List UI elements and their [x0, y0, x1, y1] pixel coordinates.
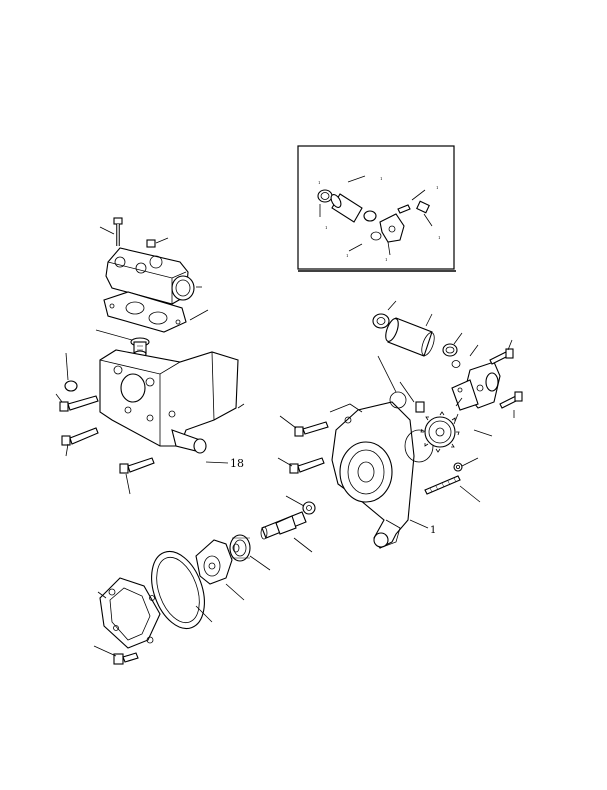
elbow-screw-2 [499, 391, 523, 409]
housing-bolt-3 [119, 457, 155, 474]
housing-bolt-a [294, 421, 329, 437]
gear-nut [453, 462, 463, 472]
cover-small-plug [146, 239, 156, 248]
pump-shaft [260, 511, 307, 540]
impeller-seal [229, 534, 251, 562]
drive-gear [420, 411, 460, 453]
svg-text:1: 1 [325, 225, 328, 230]
cover-bolt-bottom [113, 652, 139, 665]
svg-text:1: 1 [318, 180, 321, 185]
inset-hose-clamp [317, 189, 333, 203]
cover-gasket [103, 291, 187, 333]
svg-text:1: 1 [380, 176, 383, 181]
hose-clamp-2 [442, 343, 458, 357]
housing-plug [64, 380, 78, 392]
bypass-hose [385, 317, 435, 357]
svg-text:1: 1 [385, 257, 388, 262]
hose-clamp-1 [372, 313, 390, 329]
pump-cover [99, 577, 161, 649]
inset-plug [416, 200, 430, 214]
small-oring [451, 360, 461, 368]
inset-oring [370, 231, 382, 241]
inset-elbow [379, 213, 405, 243]
stud-long [424, 475, 461, 495]
callout-1: 1 [430, 525, 436, 536]
svg-text:1: 1 [436, 185, 439, 190]
housing-bolt-b [289, 457, 325, 474]
svg-text:1: 1 [346, 253, 349, 258]
thermostat-housing-block [99, 349, 239, 454]
housing-stud [415, 401, 425, 413]
impeller [195, 539, 233, 585]
pump-housing [329, 401, 415, 549]
housing-large-oring [404, 429, 434, 463]
cover-gasket-large [151, 550, 205, 630]
cover-bolt [113, 217, 123, 246]
shaft-seal-washer [302, 501, 316, 515]
inset-screw [397, 204, 411, 214]
housing-bolt-1 [59, 395, 99, 412]
callout-18: 18 [230, 457, 244, 470]
inset-hose [330, 193, 363, 223]
thermostat-housing-cover [105, 247, 195, 305]
elbow-screw-1 [489, 348, 514, 365]
housing-bolt-2 [61, 427, 99, 446]
housing-oring [389, 391, 407, 409]
inset-clamp-2 [363, 210, 377, 222]
svg-text:1: 1 [438, 235, 441, 240]
inset-detail-view: 1 1 1 1 1 1 1 [297, 145, 456, 272]
